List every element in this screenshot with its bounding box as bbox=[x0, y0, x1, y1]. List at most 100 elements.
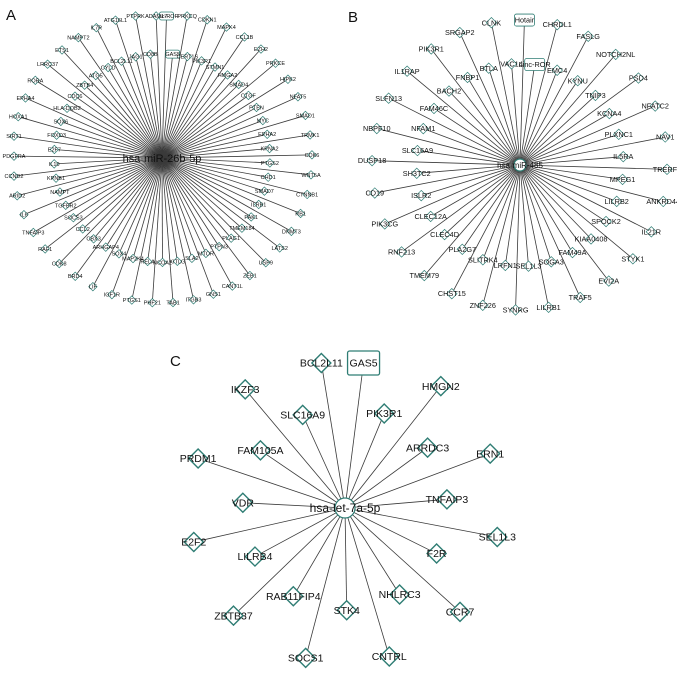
panel-a-gas5-node[interactable]: GAS5 bbox=[165, 49, 181, 59]
panel-b-fam49a-node[interactable]: FAM49A bbox=[558, 246, 587, 259]
panel-a-hmga2-node[interactable]: HMGA2 bbox=[218, 70, 238, 80]
panel-a-tmem184-node[interactable]: TMEM184 bbox=[229, 223, 255, 233]
panel-c-zbtb37-node[interactable]: ZBTB37 bbox=[214, 605, 253, 627]
panel-a-hla-dqb2-node[interactable]: HLA-DQB2 bbox=[53, 103, 81, 114]
panel-a-map2k4-node[interactable]: MAP2K4 bbox=[122, 253, 144, 264]
panel-b-slc16a9-node[interactable]: SLC16A9 bbox=[402, 144, 433, 157]
panel-a-chd1-node[interactable]: CHD1 bbox=[261, 172, 276, 182]
panel-a-ctgf-node[interactable]: CTGF bbox=[241, 90, 257, 101]
panel-a-rb1-node[interactable]: RB1 bbox=[295, 208, 306, 219]
panel-a-pik3r1-node[interactable]: PIK3R1 bbox=[192, 56, 211, 66]
panel-b-chst15-node[interactable]: CHST15 bbox=[438, 287, 466, 300]
panel-b-plxnc1-node[interactable]: PLXNC1 bbox=[605, 128, 633, 141]
panel-c-slc16a9-node[interactable]: SLC16A9 bbox=[280, 404, 325, 426]
panel-a-phf21-node[interactable]: PHF21 bbox=[144, 298, 161, 308]
panel-a-plag1-node[interactable]: PLAG1 bbox=[222, 233, 240, 243]
panel-b-slitrk4-node[interactable]: SLITRK4 bbox=[468, 254, 498, 266]
panel-c-ccr7-node[interactable]: CCR7 bbox=[446, 601, 475, 623]
panel-a-ccnd2-node[interactable]: CCND2 bbox=[5, 171, 24, 181]
panel-a-prkcq-node[interactable]: PRKCQ bbox=[177, 11, 198, 21]
panel-a-epha2-node[interactable]: EPHA2 bbox=[258, 129, 276, 140]
panel-b-mpeg1-node[interactable]: MPEG1 bbox=[610, 173, 636, 186]
panel-b-notch2nl-node[interactable]: NOTCH2NL bbox=[596, 48, 635, 61]
panel-a-il7r-node[interactable]: IL7R bbox=[90, 22, 102, 33]
panel-a-e2f7-node[interactable]: E2F7 bbox=[48, 144, 61, 155]
panel-a-ezh2-node[interactable]: EZH2 bbox=[254, 44, 268, 54]
panel-a-kpna2-node[interactable]: KPNA2 bbox=[261, 143, 279, 154]
panel-a-adam17-node[interactable]: ADAM17 bbox=[145, 11, 167, 21]
panel-b-emc4-node[interactable]: EMC4 bbox=[547, 64, 567, 76]
panel-a-ilrb1-node[interactable]: ILRB1 bbox=[251, 199, 266, 210]
panel-a-sla2-node[interactable]: SLA2 bbox=[185, 253, 199, 264]
panel-b-srgap2-node[interactable]: SRGAP2 bbox=[445, 26, 475, 39]
panel-b-fnbp1-node[interactable]: FNBP1 bbox=[456, 71, 480, 84]
panel-c-prdm1-node[interactable]: PRDM1 bbox=[180, 448, 217, 470]
panel-a-cert1s-node[interactable]: CERT1S bbox=[177, 51, 199, 62]
panel-c-arrdc3-node[interactable]: ARRDC3 bbox=[406, 437, 449, 459]
panel-b-clec4d-node[interactable]: CLEC4D bbox=[430, 228, 459, 241]
panel-a-tab1-node[interactable]: TAB1 bbox=[166, 297, 180, 308]
panel-a-brd4-node[interactable]: BRD4 bbox=[68, 271, 83, 281]
panel-a-il6-node[interactable]: IL6 bbox=[19, 209, 29, 220]
panel-b-pik3r1-node[interactable]: PIK3R1 bbox=[419, 43, 444, 55]
panel-a-mtor-node[interactable]: MTOR bbox=[198, 248, 214, 259]
panel-b-pla2g7-node[interactable]: PLA2G7 bbox=[448, 243, 476, 255]
panel-b-synrg-node[interactable]: SYNRG bbox=[503, 304, 529, 316]
panel-a-ptgs2-node[interactable]: PTGS2 bbox=[261, 158, 279, 168]
panel-b-il1rap-node[interactable]: IL1RAP bbox=[395, 65, 420, 77]
panel-b-hub-label[interactable]: hsa-miR-485 bbox=[497, 161, 543, 170]
panel-b-trerf1-node[interactable]: TRERF1 bbox=[653, 163, 677, 176]
panel-a-zeb1-node[interactable]: ZEB1 bbox=[243, 270, 257, 281]
panel-c-rab11fip4-node[interactable]: RAB11FIP4 bbox=[266, 585, 321, 607]
panel-a-dnmt3-node[interactable]: DNMT3 bbox=[282, 226, 301, 237]
panel-c-stk4-node[interactable]: STK4 bbox=[334, 599, 360, 621]
panel-b-clnk-node[interactable]: CLNK bbox=[482, 17, 502, 29]
panel-a-nampt2-node[interactable]: NAMPT2 bbox=[67, 32, 90, 43]
panel-a-ets1-node[interactable]: ETS1 bbox=[55, 45, 69, 55]
panel-c-sel1l3-node[interactable]: SEL1L3 bbox=[479, 526, 517, 548]
panel-a-ccl1b-node[interactable]: CCL1B bbox=[236, 32, 254, 42]
panel-a-cbx3-node[interactable]: CBX3 bbox=[86, 234, 101, 244]
panel-b-rnf213-node[interactable]: RNF213 bbox=[388, 246, 415, 258]
panel-a-ptprk-node[interactable]: PTPRK bbox=[126, 11, 145, 21]
panel-b-islr2-node[interactable]: ISLR2 bbox=[411, 189, 431, 202]
panel-a-cdk8-node[interactable]: CDK8 bbox=[52, 258, 67, 269]
panel-b-nfatc2-node[interactable]: NFATC2 bbox=[641, 100, 669, 112]
panel-a-ctnnb1-node[interactable]: CTNNB1 bbox=[296, 189, 318, 200]
panel-a-jag1-node[interactable]: JAG1 bbox=[129, 52, 143, 62]
panel-c-lilrb4-node[interactable]: LILRB4 bbox=[237, 546, 273, 568]
panel-a-sirt1-node[interactable]: SIRT1 bbox=[6, 131, 22, 141]
panel-b-spock2-node[interactable]: SPOCK2 bbox=[591, 215, 621, 228]
panel-a-tgfbr2-node[interactable]: TGFBR2 bbox=[55, 200, 77, 211]
panel-a-ncoa2-node[interactable]: NCOA2 bbox=[153, 257, 172, 268]
panel-a-cant1l-node[interactable]: CANT1L bbox=[222, 281, 243, 291]
panel-a-arhgap4-node[interactable]: ARHGAP4 bbox=[93, 242, 119, 252]
panel-a-mapk4-node[interactable]: MAPK4 bbox=[217, 22, 236, 32]
panel-a-rora-node[interactable]: RORA bbox=[27, 75, 44, 86]
panel-b-evi2a-node[interactable]: EVI2A bbox=[598, 275, 619, 287]
panel-a-tnfaip3-node[interactable]: TNFAIP3 bbox=[22, 227, 44, 238]
panel-a-lif-node[interactable]: LIF bbox=[88, 281, 98, 292]
panel-c-bcl2l11-node[interactable]: BCL2L11 bbox=[300, 352, 343, 374]
panel-a-hipk2-node[interactable]: HIPK2 bbox=[280, 74, 296, 84]
panel-c-ern1-node[interactable]: ERN1 bbox=[476, 443, 504, 465]
panel-b-ankrd44-node[interactable]: ANKRD44 bbox=[646, 195, 677, 208]
panel-b-traf5-node[interactable]: TRAF5 bbox=[569, 291, 592, 304]
panel-a-itgb3-node[interactable]: ITGB3 bbox=[186, 295, 202, 305]
panel-a-pdgfra-node[interactable]: PDGFRA bbox=[3, 151, 26, 161]
panel-c-e2f2-node[interactable]: E2F2 bbox=[181, 531, 206, 553]
panel-b-lrfn1-node[interactable]: LRFN1 bbox=[494, 259, 517, 272]
panel-a-cyld-node[interactable]: CYLD bbox=[101, 62, 116, 73]
panel-b-nav1-node[interactable]: NAV1 bbox=[656, 131, 675, 143]
panel-b-lilrb1-node[interactable]: LILRB1 bbox=[536, 301, 561, 313]
panel-b-tmem79-node[interactable]: TMEM79 bbox=[409, 269, 439, 282]
panel-a-kpnb1-node[interactable]: KPNB1 bbox=[47, 173, 65, 183]
panel-c-cntrl-node[interactable]: CNTRL bbox=[372, 646, 407, 668]
panel-a-trmk1-node[interactable]: TRMK1 bbox=[301, 130, 320, 140]
panel-b-bach2-node[interactable]: BACH2 bbox=[437, 85, 461, 97]
panel-b-il5ra-node[interactable]: IL5RA bbox=[613, 150, 634, 163]
panel-a-myc-node[interactable]: MYC bbox=[257, 115, 269, 126]
panel-c-gas5-node[interactable]: GAS5 bbox=[346, 350, 381, 376]
panel-a-gns1-node[interactable]: GNS1 bbox=[206, 289, 221, 299]
panel-b-chrdl1-node[interactable]: CHRDL1 bbox=[543, 18, 572, 31]
